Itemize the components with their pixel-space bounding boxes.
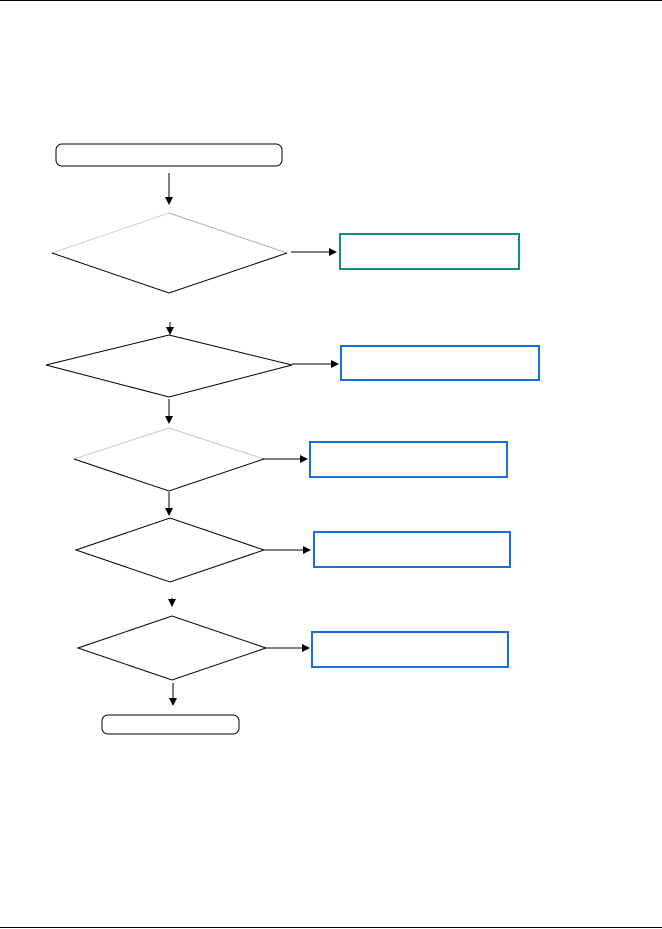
action-5 bbox=[311, 631, 509, 668]
decision-5 bbox=[76, 615, 268, 681]
bottom-rule bbox=[0, 927, 662, 928]
action-3 bbox=[309, 441, 508, 478]
action-2 bbox=[340, 345, 540, 381]
decision-2 bbox=[45, 334, 293, 398]
start-terminator bbox=[55, 143, 283, 167]
top-rule bbox=[0, 0, 662, 1]
action-4 bbox=[313, 531, 511, 568]
decision-4 bbox=[74, 517, 266, 583]
decision-1 bbox=[51, 212, 288, 294]
action-1 bbox=[339, 233, 520, 270]
end-terminator bbox=[101, 714, 240, 735]
decision-3 bbox=[73, 427, 265, 492]
